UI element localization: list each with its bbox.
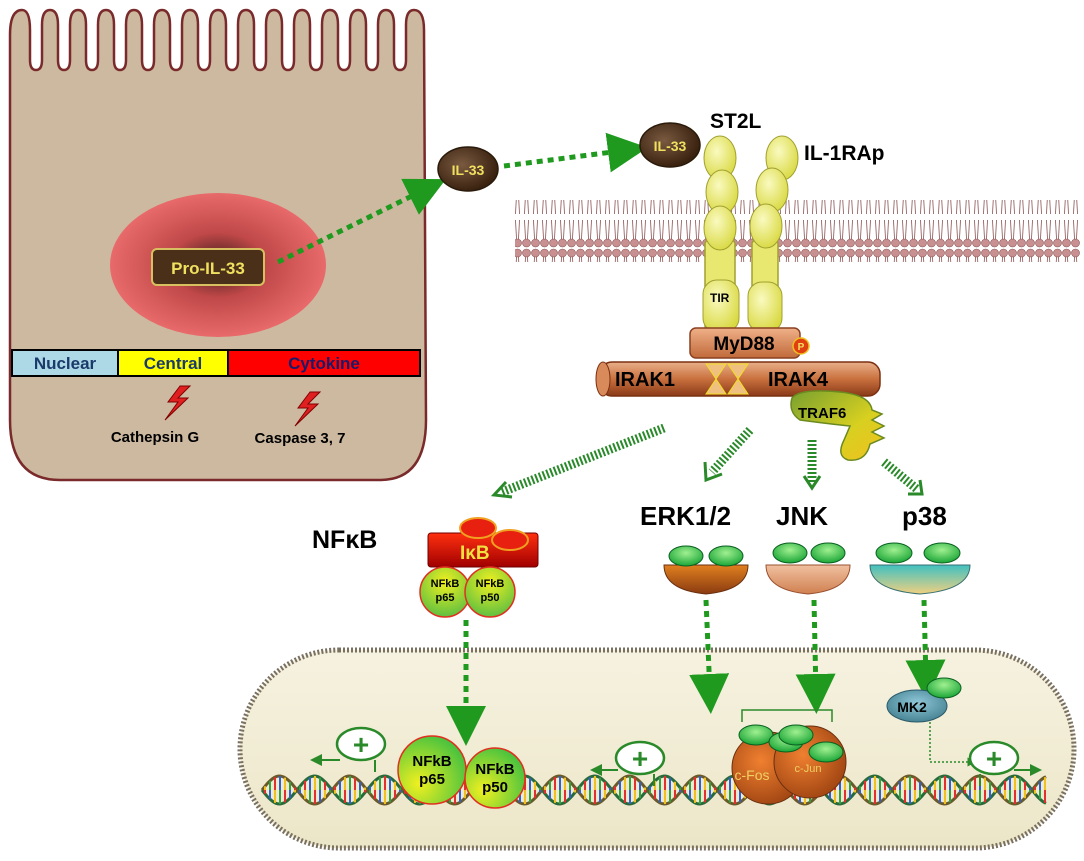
phospho-label: P <box>798 342 805 353</box>
irak4-label: IRAK4 <box>768 369 829 391</box>
nfkb-sub2-label: p50 <box>481 592 500 604</box>
transcription-marker: + <box>590 740 666 786</box>
irak1-label: IRAK1 <box>615 369 675 391</box>
il33-free <box>437 146 499 192</box>
erk-label: ERK1/2 <box>640 501 731 531</box>
cjun-phospho-icon <box>778 724 814 746</box>
nfkb-sub1-label: NFkB <box>431 578 460 590</box>
pathway-arrows <box>490 423 924 499</box>
ap1-bracket <box>741 709 833 722</box>
tir-label: TIR <box>710 291 730 305</box>
nfkb-p50-label: NFkB <box>475 761 514 778</box>
plus-icon: + <box>353 729 369 760</box>
cleavage-bolt-icon <box>294 391 322 427</box>
plus-icon: + <box>632 743 648 774</box>
cfos-phospho-icon <box>738 724 774 746</box>
cjun-phospho-icon <box>808 741 844 763</box>
il33-free-label: IL-33 <box>452 162 485 178</box>
irak-linker-icon <box>705 363 727 395</box>
cfos-label: c-Fos <box>735 767 770 783</box>
dna-helix <box>260 774 1047 806</box>
secretion-arrow <box>276 178 446 265</box>
myd88-label: MyD88 <box>713 334 774 355</box>
irak-linker-icon <box>727 363 749 395</box>
jnk-label: JNK <box>776 501 828 531</box>
il33-bound <box>639 122 701 168</box>
pro-il33-box <box>151 248 265 286</box>
ikb-phospho-icon <box>491 529 529 551</box>
cathepsin-label: Cathepsin G <box>111 429 199 446</box>
transcription-marker: + <box>310 726 387 772</box>
nfkb-p50-nuclear <box>464 747 526 809</box>
nfkb-sub2-label: NFkB <box>476 578 505 590</box>
nfkb-p65-label: p65 <box>419 771 445 788</box>
translocation-arrows <box>446 599 946 746</box>
nfkb-p50-label: p50 <box>482 779 508 796</box>
ikb-label: IκB <box>460 543 490 564</box>
jnk-kinase <box>765 542 851 595</box>
traf6 <box>790 390 886 461</box>
mk2-label: MK2 <box>897 699 927 715</box>
phospho-icon <box>792 337 810 355</box>
domain-central-label: Central <box>144 354 203 373</box>
mk2-phospho-icon <box>926 677 962 699</box>
il33-bound-label: IL-33 <box>654 138 687 154</box>
domain-nuclear-label: Nuclear <box>34 354 97 373</box>
caspase-label: Caspase 3, 7 <box>255 430 346 447</box>
mk2-kinase <box>886 689 948 723</box>
cleavage-bolt-icon <box>164 385 192 421</box>
binding-arrow <box>503 132 648 173</box>
nfkb-p50-cyto <box>464 566 516 618</box>
plasma-membrane <box>515 200 1080 262</box>
p38-label: p38 <box>902 501 947 531</box>
pro-il33-label: Pro-IL-33 <box>171 259 245 278</box>
domain-cytokine-label: Cytokine <box>288 354 360 373</box>
domain-nuclear <box>11 349 119 377</box>
nfkb-sub1-label: p65 <box>436 592 455 604</box>
erk-kinase <box>663 545 749 595</box>
mk2-arrow <box>929 722 977 767</box>
traf6-label: TRAF6 <box>798 405 846 422</box>
il1rap-label: IL-1RAp <box>804 142 885 165</box>
domain-central <box>117 349 229 377</box>
il33-domain-bar: Nuclear Central Cytokine <box>11 349 421 377</box>
p38-kinase <box>869 542 971 595</box>
transcription-marker: + <box>968 740 1042 786</box>
ikb-phospho-icon <box>459 517 497 539</box>
st2l-label: ST2L <box>710 110 762 133</box>
nfkb-title: NFκB <box>312 526 377 554</box>
plus-icon: + <box>986 743 1002 774</box>
nfkb-p65-nuclear <box>397 735 467 805</box>
cjun-label: c-Jun <box>795 763 822 775</box>
domain-cytokine <box>227 349 421 377</box>
nfkb-p65-label: NFkB <box>412 753 451 770</box>
st2l-receptor <box>702 135 740 333</box>
